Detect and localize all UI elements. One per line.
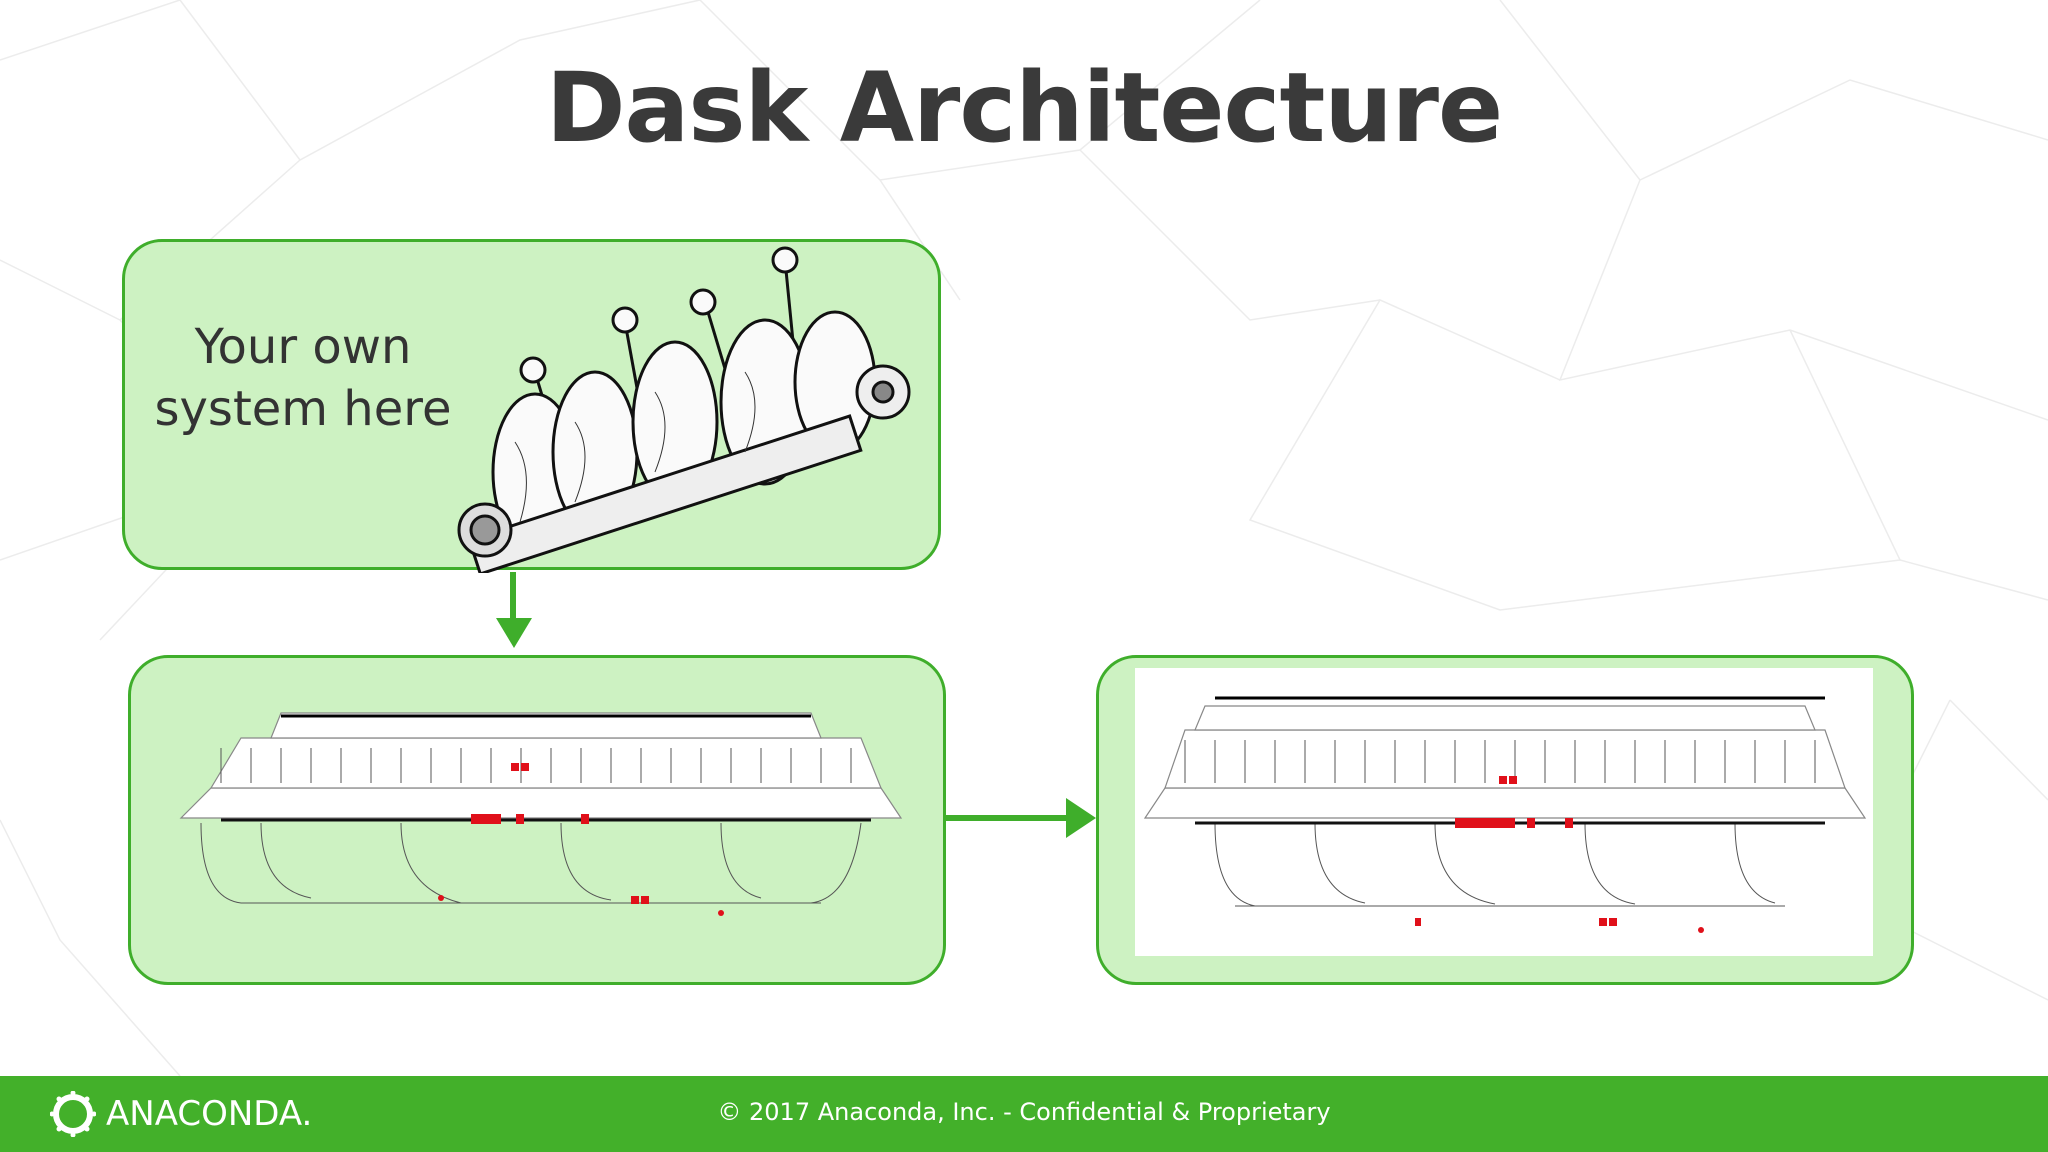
anaconda-ring-logo-icon <box>50 1091 96 1137</box>
arrow-right-icon <box>944 798 1096 838</box>
task-graph-illustration <box>179 712 903 916</box>
task-graph-illustration <box>1143 696 1867 933</box>
task-graph-box-left <box>128 655 946 985</box>
slide-title: Dask Architecture <box>545 52 1503 164</box>
task-graph-box-right <box>1096 655 1914 985</box>
arrow-down-icon <box>496 572 532 648</box>
anaconda-logo: ANACONDA. <box>50 1090 312 1138</box>
crankshaft-illustration <box>457 246 911 573</box>
copyright-notice: © 2017 Anaconda, Inc. - Confidential & P… <box>717 1098 1331 1126</box>
custom-system-label-line1: Your own <box>194 319 412 375</box>
footer-bar: ANACONDA. © 2017 Anaconda, Inc. - Confid… <box>0 1076 2048 1152</box>
custom-system-label: Your own system here <box>153 316 453 440</box>
custom-system-label-line2: system here <box>154 381 452 437</box>
brand-name: ANACONDA. <box>106 1094 313 1134</box>
custom-system-box: Your own system here <box>122 239 941 573</box>
